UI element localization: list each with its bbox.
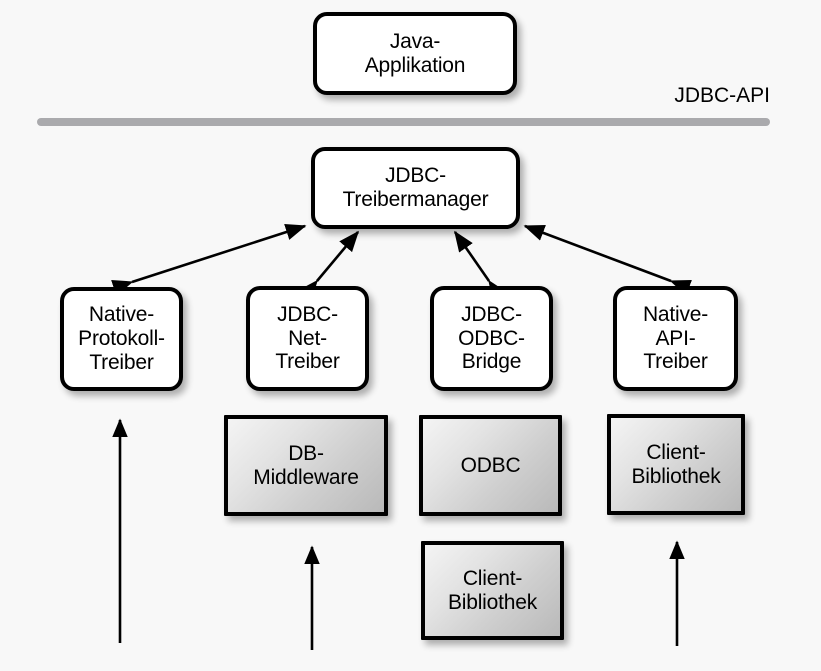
node-db-middleware-label: DB- Middleware	[253, 441, 359, 489]
node-client-library-center[interactable]: Client- Bibliothek	[421, 541, 564, 640]
node-jdbc-driver-manager[interactable]: JDBC- Treibermanager	[311, 147, 520, 229]
node-java-application[interactable]: Java- Applikation	[313, 12, 517, 95]
node-jdbc-odbc-bridge[interactable]: JDBC- ODBC- Bridge	[430, 286, 553, 391]
node-jdbc-driver-manager-label: JDBC- Treibermanager	[342, 164, 489, 211]
node-jdbc-net-driver-label: JDBC- Net- Treiber	[275, 302, 340, 374]
node-odbc[interactable]: ODBC	[419, 415, 562, 516]
node-java-application-label: Java- Applikation	[364, 29, 466, 77]
node-odbc-label: ODBC	[460, 453, 521, 477]
arrow-jdbc-net-to-manager	[298, 230, 360, 302]
node-jdbc-net-driver[interactable]: JDBC- Net- Treiber	[246, 286, 369, 391]
jdbc-api-separator-line	[37, 118, 770, 126]
arrow-jdbc-odbc-to-manager	[453, 230, 507, 302]
node-native-protocol-driver-label: Native- Protokoll- Treiber	[78, 303, 165, 374]
node-db-middleware[interactable]: DB- Middleware	[224, 415, 388, 516]
node-native-api-driver-label: Native- API- Treiber	[642, 302, 709, 374]
node-jdbc-odbc-bridge-label: JDBC- ODBC- Bridge	[458, 302, 525, 374]
node-client-library-right[interactable]: Client- Bibliothek	[607, 414, 745, 515]
jdbc-api-label: JDBC-API	[674, 84, 770, 107]
arrow-native-protocol-to-manager	[111, 224, 307, 296]
node-client-library-center-label: Client- Bibliothek	[447, 566, 538, 614]
node-client-library-right-label: Client- Bibliothek	[631, 440, 721, 488]
arrow-native-api-to-manager	[523, 224, 692, 296]
node-native-api-driver[interactable]: Native- API- Treiber	[613, 286, 738, 391]
node-native-protocol-driver[interactable]: Native- Protokoll- Treiber	[60, 287, 183, 391]
